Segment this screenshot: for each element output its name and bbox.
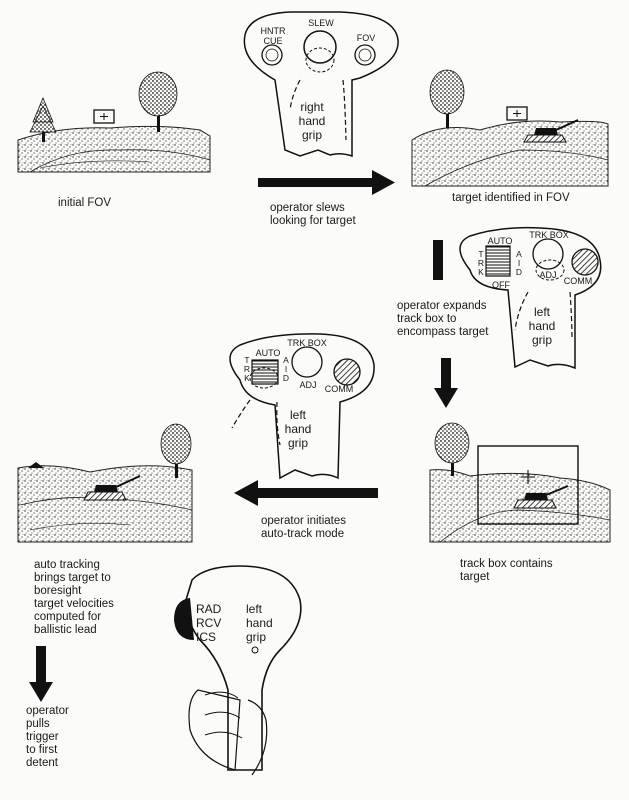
tank-icon — [523, 119, 579, 143]
right-hand-grip-panel — [243, 11, 399, 158]
left-hand-grip-panel-1 — [459, 226, 602, 370]
caption-target-identified: target identified in FOV — [452, 192, 570, 204]
scene-target-identified — [411, 69, 609, 187]
tank-icon-2 — [513, 485, 569, 509]
reticle-box-2 — [506, 106, 528, 121]
left-hand-grip-panel-2 — [229, 333, 375, 480]
pine-tree-left — [29, 96, 57, 142]
arrow-expand — [433, 240, 443, 280]
caption-operator-expands: operator expands track box to encompass … — [397, 300, 489, 338]
left-hand-grip-label-2: left hand grip — [284, 408, 312, 450]
right-hand-grip-label: right hand grip — [298, 100, 326, 142]
comm-label-2: COMM — [324, 384, 354, 394]
trk-box-label-2: TRK BOX — [287, 338, 327, 348]
reticle-box — [93, 109, 115, 124]
trk-box-label-1: TRK BOX — [529, 230, 569, 240]
crosshair — [521, 470, 535, 484]
scene-auto-tracking — [17, 423, 193, 543]
adj-label-2: ADJ — [299, 380, 317, 390]
caption-initial-fov: initial FOV — [58, 197, 112, 209]
arrow-down-to-trackbox — [434, 358, 458, 408]
hntr-cue-label: HNTR CUE — [260, 26, 286, 46]
comm-label-1: COMM — [563, 276, 593, 286]
tree-scene3 — [434, 422, 470, 476]
rad-rcv-ics-label: RAD RCV ICS — [196, 602, 222, 644]
scene-initial-fov — [17, 71, 211, 173]
caption-auto-tracking: auto tracking brings target to boresight… — [34, 559, 114, 636]
trk-label-2: T R K — [243, 355, 251, 383]
tree-scene2 — [429, 69, 465, 128]
tree-right — [138, 71, 178, 132]
caption-operator-slews: operator slews looking for target — [270, 202, 356, 227]
caption-track-box: track box contains target — [460, 558, 553, 583]
auto-label-2: AUTO — [255, 348, 281, 358]
scene-track-box — [429, 422, 611, 543]
handle-grip-label: left hand grip — [246, 602, 273, 644]
off-label-1: OFF — [492, 280, 510, 290]
aid-label-1: A I D — [515, 249, 523, 277]
slew-label: SLEW — [308, 18, 334, 28]
track-box-frame — [477, 445, 579, 525]
auto-label-1: AUTO — [487, 236, 513, 246]
left-hand-grip-label-1: left hand grip — [528, 305, 556, 347]
arrow-slew — [258, 170, 395, 195]
adj-label-1: ADJ — [539, 270, 557, 280]
arrow-trigger — [29, 646, 53, 702]
caption-operator-initiates: operator initiates auto-track mode — [261, 515, 347, 540]
trk-label-1: T R K — [477, 249, 485, 277]
aid-label-2: A I D — [282, 355, 290, 383]
handle-grip — [174, 565, 302, 776]
tree-scene4 — [160, 423, 192, 478]
tank-icon-3 — [83, 475, 141, 501]
arrow-initiate — [234, 480, 378, 506]
fov-label: FOV — [356, 33, 376, 43]
caption-operator-pulls-trigger: operator pulls trigger to first detent — [26, 705, 69, 769]
